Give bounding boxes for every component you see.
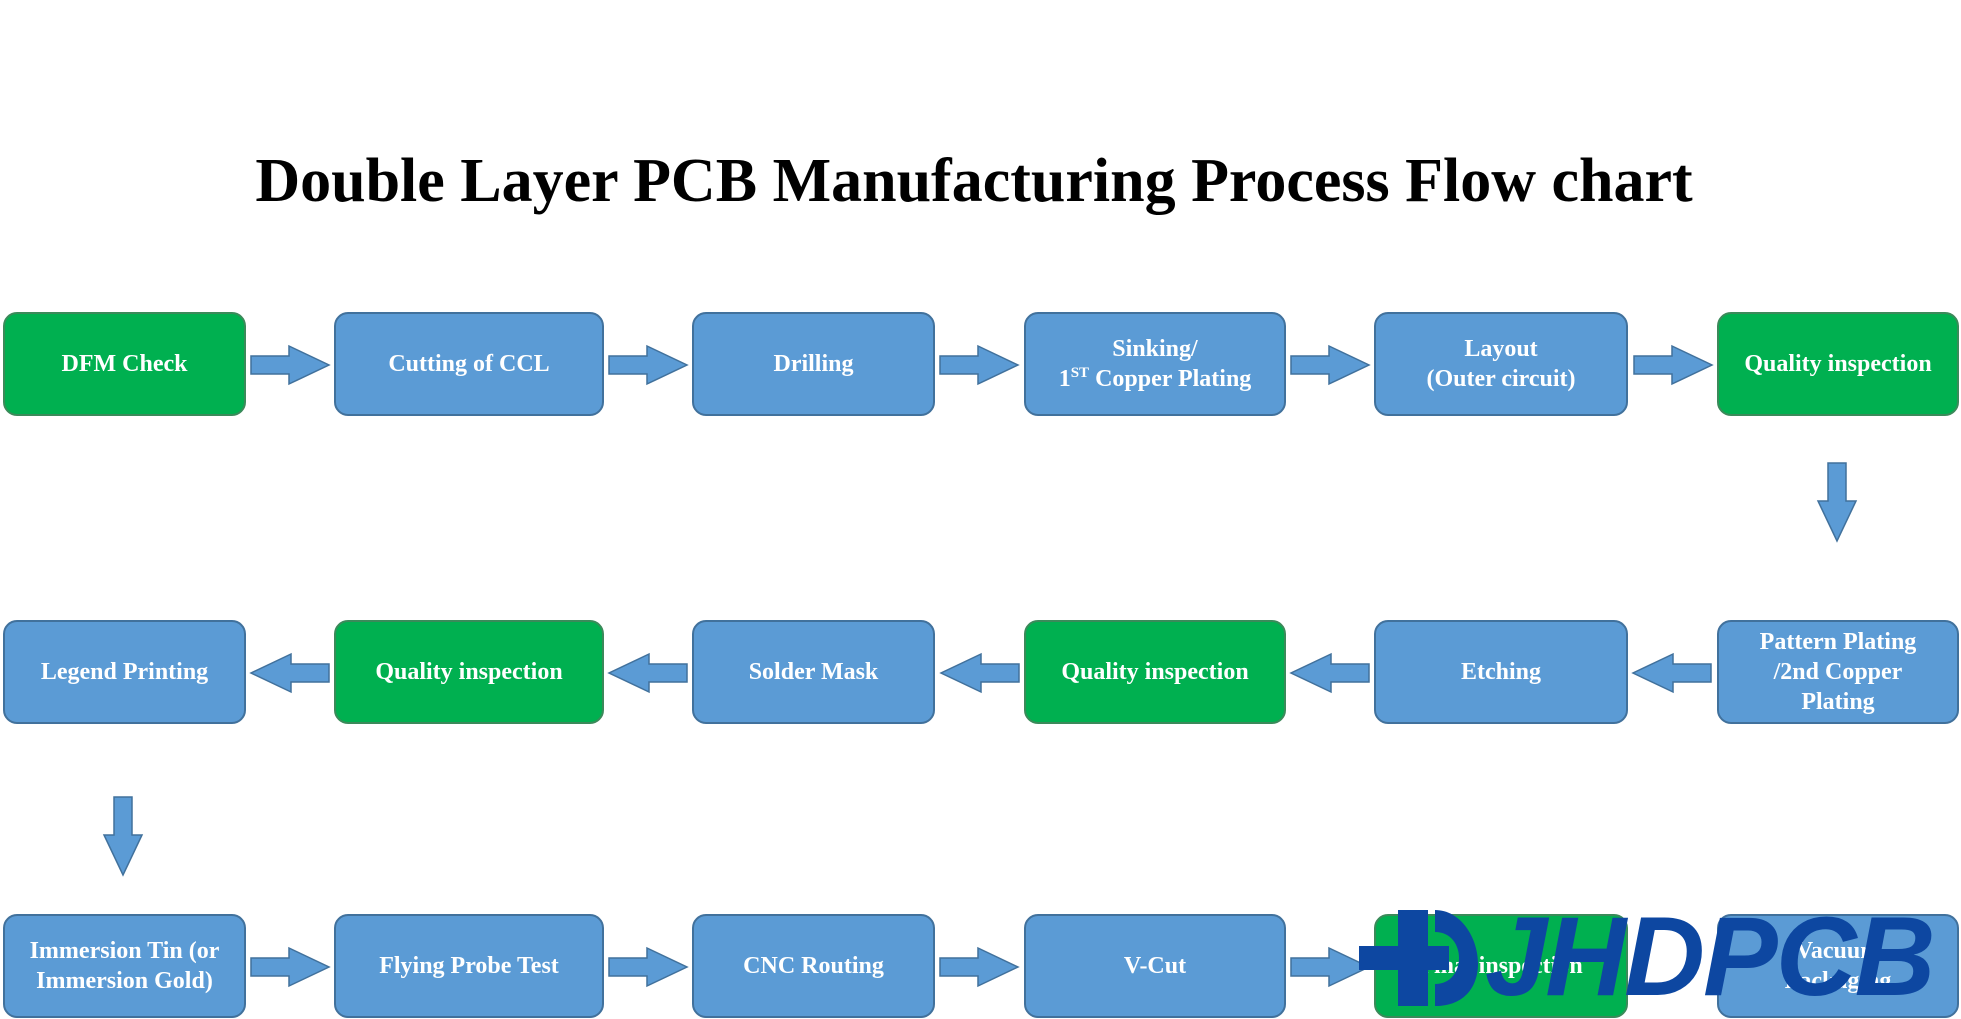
step-solder-mask: Solder Mask — [692, 620, 935, 724]
arrow-left — [250, 653, 330, 693]
step-label: Solder Mask — [748, 659, 879, 685]
step-cutting-of-ccl: Cutting of CCL — [334, 312, 604, 416]
step-sinking-copper-plating: Sinking/ 1ST Copper Plating — [1024, 312, 1286, 416]
step-etching: Etching — [1374, 620, 1628, 724]
step-quality-inspection-3: Quality inspection — [334, 620, 604, 724]
step-label: V-Cut — [1123, 953, 1187, 979]
arrow-right — [1633, 345, 1713, 385]
arrow-right — [608, 947, 688, 987]
step-v-cut: V-Cut — [1024, 914, 1286, 1018]
step-layout-outer-circuit: Layout (Outer circuit) — [1374, 312, 1628, 416]
step-label: Sinking/ — [1112, 336, 1198, 362]
arrow-right — [1290, 345, 1370, 385]
step-label: /2nd Copper — [1773, 659, 1903, 685]
arrow-right — [608, 345, 688, 385]
step-label: Vacuum — [1795, 938, 1881, 964]
step-label: CNC Routing — [743, 953, 884, 979]
superscript: ST — [1070, 365, 1090, 381]
step-label: Etching — [1460, 659, 1541, 685]
step-label: Layout — [1464, 336, 1538, 362]
arrow-right — [250, 947, 330, 987]
jhdpcb-logo: JHDPCB — [1355, 901, 1945, 1013]
step-label: Packaging — [1784, 968, 1892, 994]
step-label: Quality inspection — [375, 659, 563, 685]
arrow-right — [250, 345, 330, 385]
step-label: Legend Printing — [40, 659, 209, 685]
step-legend-printing: Legend Printing — [3, 620, 246, 724]
step-quality-inspection-1: Quality inspection — [1717, 312, 1959, 416]
step-cnc-routing: CNC Routing — [692, 914, 935, 1018]
step-immersion-tin: Immersion Tin (or Immersion Gold) — [3, 914, 246, 1018]
step-label: 1ST Copper Plating — [1058, 365, 1252, 393]
step-label: Immersion Tin (or — [29, 938, 220, 964]
step-label: Flying Probe Test — [379, 953, 559, 979]
arrow-left — [608, 653, 688, 693]
step-label: (Outer circuit) — [1426, 366, 1576, 392]
step-label: Plating — [1801, 689, 1875, 715]
step-dfm-check: DFM Check — [3, 312, 246, 416]
page-title: Double Layer PCB Manufacturing Process F… — [255, 147, 1693, 215]
arrow-left — [1290, 653, 1370, 693]
step-quality-inspection-2: Quality inspection — [1024, 620, 1286, 724]
arrow-left — [1632, 653, 1712, 693]
arrow-left — [940, 653, 1020, 693]
arrow-down — [103, 796, 143, 876]
arrow-right — [939, 947, 1019, 987]
step-label: Quality inspection — [1061, 659, 1249, 685]
step-flying-probe-test: Flying Probe Test — [334, 914, 604, 1018]
step-label: Immersion Gold) — [36, 968, 213, 994]
step-label: DFM Check — [61, 351, 188, 377]
step-vacuum-packaging: Vacuum Packaging — [1717, 914, 1959, 1018]
arrow-right — [939, 345, 1019, 385]
logo-text: JHDPCB — [1485, 894, 1936, 1019]
step-label: Quality inspection — [1744, 351, 1932, 377]
arrow-down — [1817, 462, 1857, 542]
step-pattern-plating: Pattern Plating /2nd Copper Plating — [1717, 620, 1959, 724]
logo-mark-icon — [1359, 910, 1479, 1006]
step-label: Drilling — [773, 351, 854, 377]
step-drilling: Drilling — [692, 312, 935, 416]
step-label: Pattern Plating — [1759, 629, 1917, 655]
step-label: Cutting of CCL — [388, 351, 550, 377]
